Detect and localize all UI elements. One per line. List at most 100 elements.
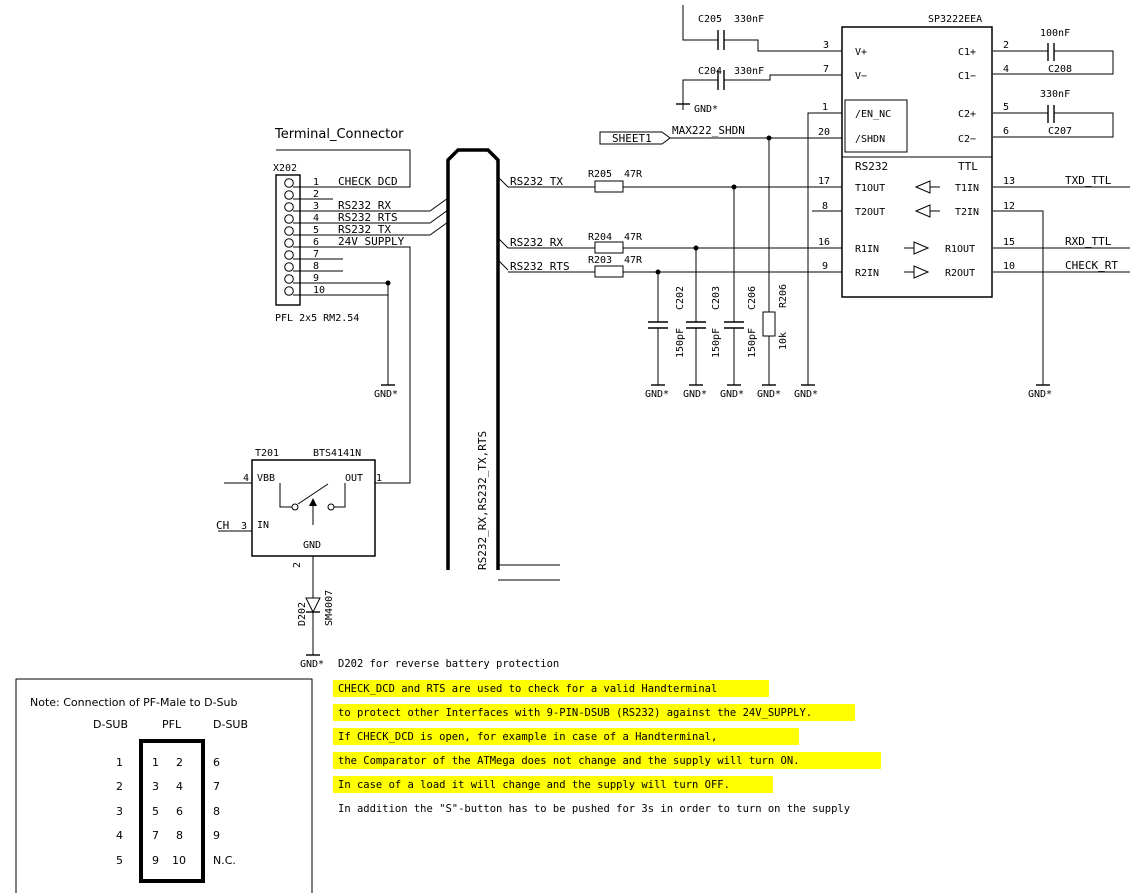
ic-pin-name: V−	[855, 71, 867, 82]
table-title: Note: Connection of PF-Male to D-Sub	[30, 696, 237, 709]
pin-number: 5	[1003, 102, 1009, 113]
table-cell: 7	[152, 829, 159, 842]
ic-section-rs232: RS232	[855, 160, 888, 173]
highlight	[333, 728, 799, 745]
pin-number: 3	[823, 40, 829, 51]
switch-num-vbb: 4	[243, 473, 249, 484]
ic-pin-num: 10	[1003, 261, 1015, 272]
switch-pin-out: OUT	[345, 473, 363, 484]
net-rs232-rx: RS232_RX	[510, 236, 563, 249]
net-rs232-rts: RS232_RTS	[510, 260, 570, 273]
sheet-port	[599, 131, 671, 145]
shdn-net: SHEET1 MAX222_SHDN	[599, 124, 842, 145]
table-cell: 9	[152, 854, 159, 867]
switch-num-gnd: 2	[292, 562, 303, 568]
ic-pin-name: T1IN	[955, 183, 979, 194]
c203-ref: C203	[711, 286, 722, 310]
c203-value: 150pF	[711, 328, 722, 358]
ic-pin-name: R1OUT	[945, 244, 975, 255]
rs232-bus: RS232_RX,RS232_TX,RTS	[446, 148, 560, 581]
highlight	[333, 776, 773, 793]
ic-pin-name: C1+	[958, 47, 976, 58]
table-header: D-SUB	[213, 718, 248, 731]
bus-label: RS232_RX,RS232_TX,RTS	[476, 431, 489, 570]
table-cell: 7	[213, 780, 220, 793]
ic-body	[841, 26, 993, 298]
ic-pin-num: 12	[1003, 201, 1015, 212]
net-label: 24V_SUPPLY	[338, 235, 405, 248]
terminal-title: Terminal_Connector	[274, 127, 404, 142]
ic-pin-name: R2IN	[855, 268, 879, 279]
terminal-footprint: PFL 2x5 RM2.54	[275, 313, 359, 324]
r204-value: 47R	[624, 232, 643, 243]
gnd-label: GND*	[1028, 389, 1052, 400]
r205-ref: R205	[588, 169, 612, 180]
pin-number: 8	[313, 261, 319, 272]
ic-pin-name: /SHDN	[855, 134, 885, 145]
switch-pin-gnd: GND	[303, 540, 321, 551]
pin-number: 2	[1003, 40, 1009, 51]
diode-symbol	[305, 597, 321, 614]
pin-number: 7	[823, 64, 829, 75]
pin-number: 7	[313, 249, 319, 260]
ic-pin-name: T1OUT	[855, 183, 885, 194]
pin-number: 1	[313, 177, 319, 188]
note-line: If CHECK_DCD is open, for example in cas…	[338, 731, 717, 743]
r203-value: 47R	[624, 255, 643, 266]
gnd-label: GND*	[300, 659, 324, 670]
gnd-label: GND*	[794, 389, 818, 400]
diode-ref: D202	[297, 602, 308, 626]
connection-table: Note: Connection of PF-Male to D-Sub D-S…	[15, 678, 313, 893]
ic-pin-num: 9	[822, 261, 828, 272]
pin-number: 5	[313, 225, 319, 236]
table-cell: 5	[152, 805, 159, 818]
ic-pin-name: R1IN	[855, 244, 879, 255]
ic-pin-num: 13	[1003, 176, 1015, 187]
table-cell: 1	[152, 756, 159, 769]
pin-number: 4	[313, 213, 319, 224]
switch-part: BTS4141N	[313, 448, 361, 459]
ic-pin-name: V+	[855, 47, 867, 58]
terminal-pins	[284, 178, 333, 296]
ic-pin-name: /EN_NC	[855, 109, 891, 120]
wire-gnd	[333, 282, 389, 385]
notes: CHECK_DCD and RTS are used to check for …	[333, 680, 881, 815]
c208-ref: C208	[1048, 64, 1072, 75]
ic-ref: SP3222EEA	[928, 14, 982, 25]
resistor-r206	[762, 311, 776, 337]
gnd-label: GND*	[683, 389, 707, 400]
net-rxd-ttl: RXD_TTL	[1065, 235, 1112, 248]
net-label: CHECK_DCD	[338, 175, 398, 188]
c202-value: 150pF	[675, 328, 686, 358]
net-check-rt: CHECK_RT	[1065, 259, 1118, 272]
charge-pump-caps: C205 330nF 3 C204 330nF GND* 7 100nF C20…	[676, 5, 1114, 138]
c206-ref: C206	[747, 286, 758, 310]
pin-number: 4	[1003, 64, 1009, 75]
ic-pin-name: C2+	[958, 109, 976, 120]
c204-value: 330nF	[734, 66, 764, 77]
table-cell: 4	[176, 780, 183, 793]
wire-check-dcd	[276, 149, 411, 188]
rs232-lines: RS232_TX R205 47R RS232_RX R204 47R RS23…	[497, 112, 842, 400]
net-label: RS232_RX	[338, 199, 391, 212]
pin-number: 9	[313, 273, 319, 284]
ic-pin-num: 8	[822, 201, 828, 212]
c207-ref: C207	[1048, 126, 1072, 137]
r205-value: 47R	[624, 169, 643, 180]
net-txd-ttl: TXD_TTL	[1065, 174, 1112, 187]
highlight	[333, 680, 769, 697]
r206-value: 10k	[778, 332, 789, 350]
terminal-connector: Terminal_Connector X202 1 2 3 4 5	[273, 127, 449, 484]
pin-number: 10	[313, 285, 325, 296]
gnd-label: GND*	[645, 389, 669, 400]
resistor-r203	[594, 265, 624, 278]
note-line: CHECK_DCD and RTS are used to check for …	[338, 683, 717, 695]
table-cell: 3	[116, 805, 123, 818]
resistor-r204	[594, 241, 624, 254]
sheet-label: SHEET1	[612, 132, 652, 145]
ic-pin-name: C1−	[958, 71, 976, 82]
table-cell: 8	[213, 805, 220, 818]
note-line: to protect other Interfaces with 9-PIN-D…	[338, 707, 812, 719]
table-cell: 4	[116, 829, 123, 842]
table-header: D-SUB	[93, 718, 128, 731]
